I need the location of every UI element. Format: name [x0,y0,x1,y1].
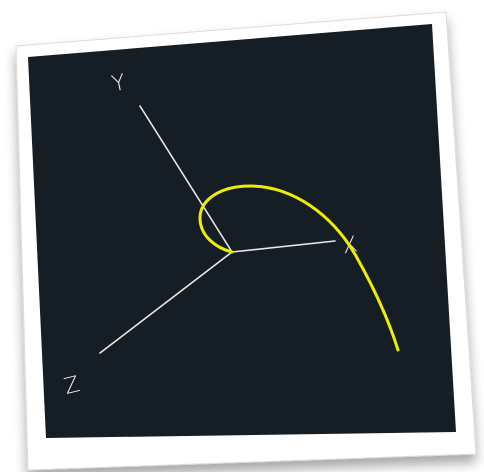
y-axis-label: Y [110,70,128,97]
y-axis-line [139,105,233,253]
viewport-background [28,24,456,438]
x-axis-line [231,240,336,253]
z-axis-label: Z [62,372,83,400]
yellow-curve [198,184,400,352]
z-axis-line [99,251,233,354]
axes-group [99,105,336,354]
